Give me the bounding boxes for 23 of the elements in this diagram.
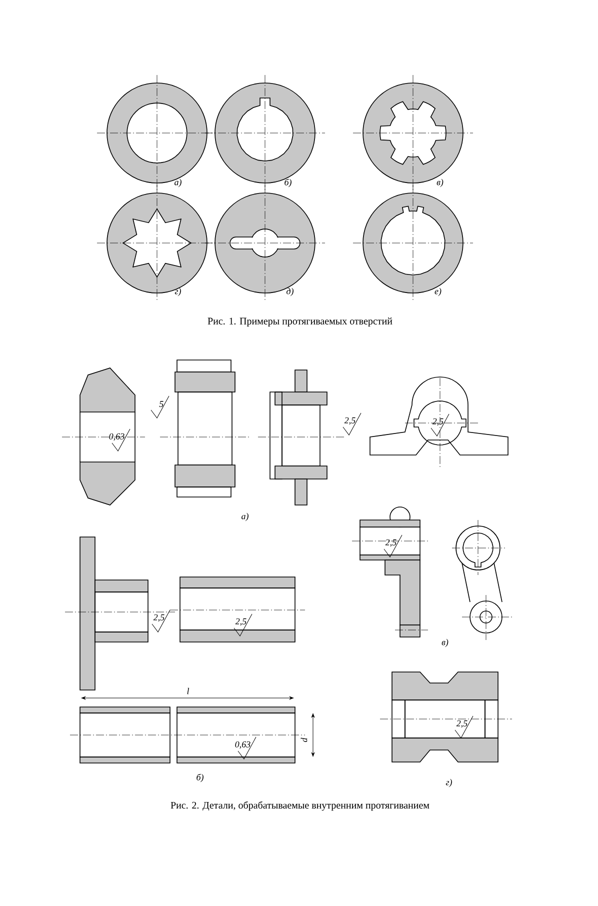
figure-caption: Рис. 2. Детали, обрабатываемые внутренним протягиванием (170, 801, 430, 811)
panel-letter: а) (242, 512, 248, 522)
roughness-mark: 5 (150, 396, 170, 418)
panel-letter: в) (442, 638, 448, 648)
panel-letter: г) (446, 778, 452, 788)
dimension-label: d (300, 738, 308, 742)
panel-letter: е) (434, 288, 442, 296)
roughness-mark: 2,5 (454, 716, 474, 738)
panel-letter: б) (284, 178, 292, 188)
panel-letter: г) (174, 288, 181, 296)
panel-letter: в) (436, 178, 444, 188)
roughness-mark: 0,63 (109, 428, 130, 452)
roughness-mark: 2,5 (234, 614, 252, 636)
roughness-mark: 2,5 (342, 412, 362, 436)
panel-letter: б) (196, 774, 204, 782)
roughness-mark: 2,5 (152, 610, 170, 632)
figure-caption: Рис. 1. Примеры протягиваемых отверстий (208, 318, 392, 326)
panel-letter: д) (286, 288, 294, 296)
roughness-mark: 0,63 (235, 736, 256, 760)
roughness-mark: 2,5 (384, 534, 402, 558)
panel-letter: а) (174, 178, 182, 188)
dimension-label: l (187, 688, 190, 694)
roughness-mark: 2,5 (430, 414, 450, 436)
